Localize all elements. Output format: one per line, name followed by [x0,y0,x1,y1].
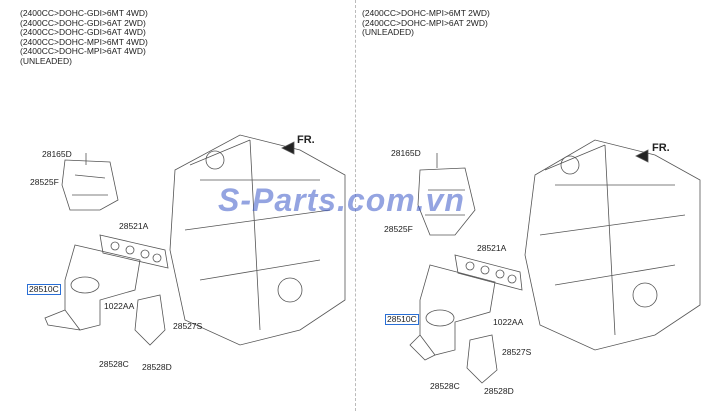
manifold-converter-right [409,264,496,361]
engine-block-left [169,134,346,346]
part-28521A-left[interactable]: 28521A [119,221,149,231]
part-28528C-right[interactable]: 28528C [430,381,460,391]
bracket-right [466,334,498,384]
part-28521A-right[interactable]: 28521A [477,243,507,253]
panel-divider [355,0,356,411]
front-label-right: FR. [652,142,670,154]
front-arrow-right [635,149,649,163]
part-28527S-left[interactable]: 28527S [173,321,203,331]
bracket-left [134,294,166,346]
heat-protector-left [61,159,119,211]
part-28165D-left[interactable]: 28165D [42,149,72,159]
front-label-left: FR. [297,134,315,146]
left-applicability-header: (2400CC>DOHC-GDI>6MT 4WD)(2400CC>DOHC-GD… [20,8,148,66]
part-28525F-right[interactable]: 28525F [384,224,413,234]
part-28528D-left[interactable]: 28528D [142,362,172,372]
part-28510C-right[interactable]: 28510C [385,314,419,325]
part-28527S-right[interactable]: 28527S [502,347,532,357]
part-28528C-left[interactable]: 28528C [99,359,129,369]
part-28528D-right[interactable]: 28528D [484,386,514,396]
gasket-right [454,254,523,291]
watermark: S-Parts.com.vn [218,182,465,218]
part-1022AA-right[interactable]: 1022AA [493,317,524,327]
part-28510C-left[interactable]: 28510C [27,284,61,295]
heat-protector-right [417,167,476,236]
engine-block-right [524,139,701,351]
part-28525F-left[interactable]: 28525F [30,177,59,187]
part-1022AA-left[interactable]: 1022AA [104,301,135,311]
right-applicability-header: (2400CC>DOHC-MPI>6MT 2WD)(2400CC>DOHC-MP… [362,8,490,37]
part-28165D-right[interactable]: 28165D [391,148,421,158]
gasket-left [99,234,169,269]
manifold-converter-left [44,244,141,331]
front-arrow-left [281,141,295,155]
